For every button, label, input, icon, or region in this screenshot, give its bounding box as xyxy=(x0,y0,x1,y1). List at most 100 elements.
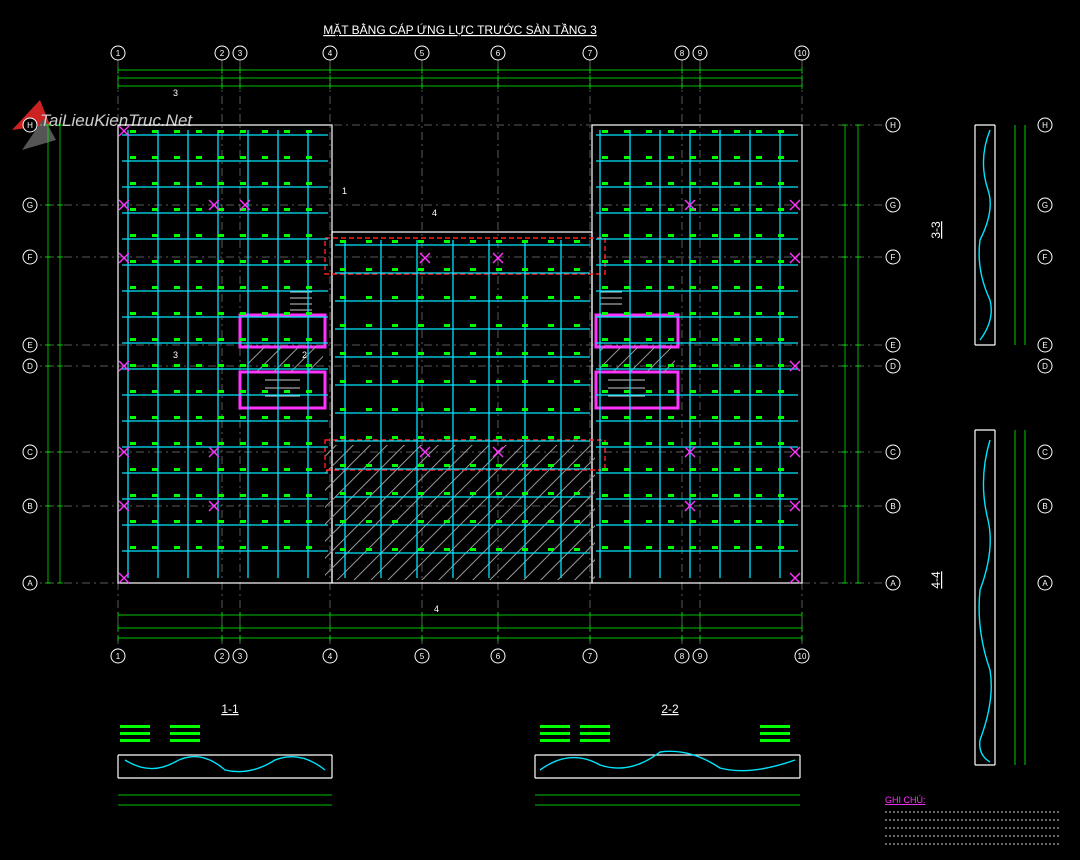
axis-label-row-D: D xyxy=(1042,362,1048,371)
notes-title: GHI CHÚ: xyxy=(885,795,926,805)
section-mark-3-mid: 3 xyxy=(173,350,178,360)
axis-label-col-1: 1 xyxy=(116,49,121,58)
axis-bubble-col-2-top xyxy=(214,45,230,61)
section-mark-2: 2 xyxy=(302,350,307,360)
axis-label-col-5: 5 xyxy=(420,49,425,58)
axis-bubble-col-9-bottom xyxy=(692,648,708,664)
section-mark-3-top: 3 xyxy=(173,88,178,98)
axis-bubble-row-F-left xyxy=(22,249,38,265)
axis-bubble-row-A-left xyxy=(22,575,38,591)
section-mark-1: 1 xyxy=(342,186,347,196)
axis-bubble-row-B-left xyxy=(22,498,38,514)
axis-bubble-row-G-right xyxy=(885,197,901,213)
axis-bubble-row-H-right xyxy=(885,117,901,133)
axis-bubble-col-1-bottom xyxy=(110,648,126,664)
axis-bubble-row-H-section xyxy=(1037,117,1053,133)
axis-label-col-1: 1 xyxy=(116,652,121,661)
axis-bubble-row-G-section xyxy=(1037,197,1053,213)
axis-bubble-col-6-bottom xyxy=(490,648,506,664)
axis-label-row-A: A xyxy=(27,579,33,588)
axis-bubble-row-E-section xyxy=(1037,337,1053,353)
axis-label-col-3: 3 xyxy=(238,652,243,661)
axis-label-row-B: B xyxy=(1042,502,1047,511)
section-4-4-title: 4-4 xyxy=(929,571,943,589)
axis-bubble-col-7-bottom xyxy=(582,648,598,664)
axis-label-row-C: C xyxy=(27,448,33,457)
section-1-1: 1-1 xyxy=(117,702,333,806)
core-wall-right-lower xyxy=(594,370,680,410)
axis-label-col-8: 8 xyxy=(680,652,685,661)
section-1-1-title: 1-1 xyxy=(221,702,239,716)
axis-bubble-col-4-top xyxy=(322,45,338,61)
axis-bubble-row-E-left xyxy=(22,337,38,353)
axis-label-col-9: 9 xyxy=(698,49,703,58)
axis-label-row-A: A xyxy=(890,579,896,588)
axis-label-row-F: F xyxy=(891,253,896,262)
section-3-3-title: 3-3 xyxy=(929,221,943,239)
axis-bubble-col-2-bottom xyxy=(214,648,230,664)
axis-bubble-col-7-top xyxy=(582,45,598,61)
axis-bubble-row-A-right xyxy=(885,575,901,591)
axis-bubble-col-6-top xyxy=(490,45,506,61)
axis-bubble-row-H-left xyxy=(22,117,38,133)
axis-label-col-8: 8 xyxy=(680,49,685,58)
axis-label-row-D: D xyxy=(890,362,896,371)
section-4-4: 4-4 xyxy=(929,429,1026,766)
axis-label-row-H: H xyxy=(890,121,896,130)
axis-bubble-col-10-bottom xyxy=(794,648,810,664)
axis-label-col-10: 10 xyxy=(798,49,807,58)
axis-label-row-E: E xyxy=(27,341,32,350)
axis-bubble-row-A-section xyxy=(1037,575,1053,591)
axis-bubble-col-10-top xyxy=(794,45,810,61)
axis-bubble-row-F-section xyxy=(1037,249,1053,265)
axis-bubble-row-B-right xyxy=(885,498,901,514)
axis-label-col-5: 5 xyxy=(420,652,425,661)
axis-bubble-row-F-right xyxy=(885,249,901,265)
axis-bubble-col-9-top xyxy=(692,45,708,61)
axis-bubble-col-8-top xyxy=(674,45,690,61)
axis-label-col-3: 3 xyxy=(238,49,243,58)
axis-bubble-row-D-section xyxy=(1037,358,1053,374)
axis-label-col-2: 2 xyxy=(220,49,225,58)
section-2-2: 2-2 xyxy=(534,702,801,806)
axis-bubble-col-1-top xyxy=(110,45,126,61)
axis-label-col-4: 4 xyxy=(328,49,333,58)
axis-bubble-row-D-right xyxy=(885,358,901,374)
section-mark-4-top: 4 xyxy=(432,208,437,218)
axis-bubble-row-D-left xyxy=(22,358,38,374)
core-wall-left-upper xyxy=(238,313,327,349)
axis-label-row-A: A xyxy=(1042,579,1048,588)
section-2-2-title: 2-2 xyxy=(661,702,679,716)
axis-bubble-col-4-bottom xyxy=(322,648,338,664)
axis-label-row-F: F xyxy=(1043,253,1048,262)
axis-label-row-B: B xyxy=(890,502,895,511)
axis-bubble-col-5-top xyxy=(414,45,430,61)
axis-bubble-row-G-left xyxy=(22,197,38,213)
axis-label-row-H: H xyxy=(1042,121,1048,130)
axis-label-col-7: 7 xyxy=(588,652,593,661)
axis-bubble-row-C-section xyxy=(1037,444,1053,460)
tendon-zone-lower xyxy=(324,439,606,471)
core-wall-right-upper xyxy=(594,313,680,349)
axis-label-row-D: D xyxy=(27,362,33,371)
hatched-slab-zone xyxy=(325,445,595,580)
axis-label-row-G: G xyxy=(1042,201,1048,210)
axis-label-row-C: C xyxy=(1042,448,1048,457)
axis-label-row-C: C xyxy=(890,448,896,457)
axis-label-row-H: H xyxy=(27,121,33,130)
axis-bubble-col-3-bottom xyxy=(232,648,248,664)
floor-plan-body xyxy=(117,124,803,584)
axis-label-col-6: 6 xyxy=(496,652,501,661)
axis-label-row-B: B xyxy=(27,502,32,511)
axis-bubble-row-B-section xyxy=(1037,498,1053,514)
axis-bubble-col-3-top xyxy=(232,45,248,61)
section-3-3: 3-3 xyxy=(929,124,1026,346)
axis-label-col-2: 2 xyxy=(220,652,225,661)
axis-bubble-row-C-right xyxy=(885,444,901,460)
axis-bubble-col-5-bottom xyxy=(414,648,430,664)
drawing-title: MẶT BẰNG CÁP ỨNG LỰC TRƯỚC SÀN TẦNG 3 xyxy=(323,22,597,37)
section-mark-4-bottom: 4 xyxy=(434,604,439,614)
tendon-zone-upper xyxy=(324,237,606,275)
axis-bubble-row-E-right xyxy=(885,337,901,353)
